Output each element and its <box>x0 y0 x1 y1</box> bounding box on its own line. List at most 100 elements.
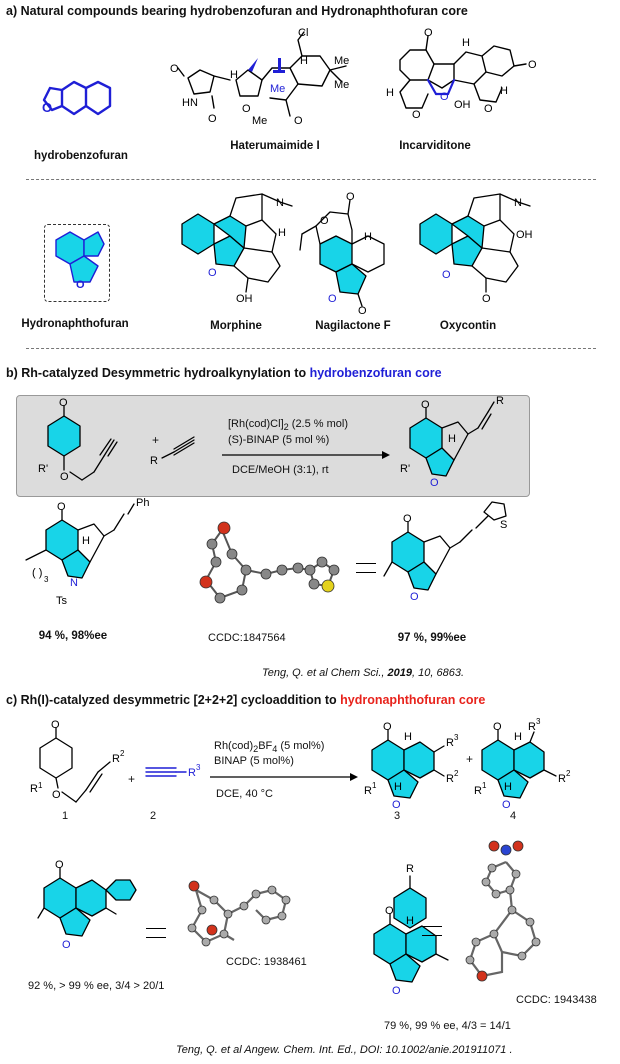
svg-text:R: R <box>112 753 120 765</box>
reaction-box-b <box>16 395 530 497</box>
svg-text:O: O <box>421 399 430 411</box>
svg-text:O: O <box>392 985 401 997</box>
svg-text:O: O <box>430 477 439 489</box>
svg-text:HN: HN <box>182 97 198 109</box>
svg-text:H: H <box>364 231 372 243</box>
svg-text:Me: Me <box>252 115 267 127</box>
svg-text:O: O <box>358 305 367 317</box>
svg-text:O: O <box>392 799 401 811</box>
label-incarviditone: Incarviditone <box>399 140 471 152</box>
compound-number-3: 3 <box>394 810 401 822</box>
svg-text:N: N <box>276 197 284 209</box>
svg-text:2: 2 <box>566 769 571 778</box>
svg-text:( ): ( ) <box>32 567 42 579</box>
svg-text:O: O <box>484 103 493 115</box>
svg-text:Ph: Ph <box>136 497 149 509</box>
label-oxycontin: Oxycontin <box>439 320 497 332</box>
hydronaphthofuran-structure: O <box>55 231 105 291</box>
svg-text:O: O <box>62 939 71 951</box>
svg-text:O: O <box>242 103 251 115</box>
condition-c-line2: BINAP (5 mol%) <box>214 755 294 767</box>
svg-text:O: O <box>60 471 69 483</box>
ccdc-b: CCDC:1847564 <box>208 632 286 644</box>
svg-text:S: S <box>500 519 507 531</box>
svg-text:O: O <box>410 591 419 603</box>
compound-number-2: 2 <box>150 810 157 822</box>
svg-text:O: O <box>51 719 60 731</box>
svg-text:3: 3 <box>536 717 541 726</box>
svg-text:O: O <box>502 799 511 811</box>
citation-c: Teng, Q. et al Angew. Chem. Int. Ed., DO… <box>176 1044 513 1056</box>
svg-text:H: H <box>448 433 456 445</box>
plus-c1: + <box>128 772 136 786</box>
product-c-right-structure: ROH O <box>373 863 449 997</box>
svg-text:H: H <box>230 69 238 81</box>
svg-text:O: O <box>42 100 52 115</box>
svg-text:Ts: Ts <box>56 595 68 607</box>
crystal-structure-b <box>199 521 340 604</box>
divider-a1 <box>26 179 596 180</box>
svg-text:O: O <box>346 191 355 203</box>
condition-c-line1: Rh(cod)2BF4 (5 mol%) <box>214 740 325 755</box>
svg-text:O: O <box>482 293 491 305</box>
substrate-b-structure: O R' O <box>38 397 118 483</box>
svg-text:2: 2 <box>454 769 459 778</box>
product-c-left-yield: 92 %, > 99 % ee, 3/4 > 20/1 <box>28 980 165 992</box>
svg-text:3: 3 <box>44 575 49 584</box>
section-b-title: b) Rh-catalyzed Desymmetric hydroalkynyl… <box>6 366 442 380</box>
svg-text:H: H <box>514 731 522 743</box>
svg-text:O: O <box>442 269 451 281</box>
svg-text:1: 1 <box>38 781 43 790</box>
svg-text:Me: Me <box>334 55 349 67</box>
svg-text:1: 1 <box>482 781 487 790</box>
svg-text:H: H <box>500 85 508 97</box>
compound-number-4: 4 <box>510 810 517 822</box>
svg-text:O: O <box>440 91 449 103</box>
svg-text:OH: OH <box>454 99 471 111</box>
svg-text:R: R <box>364 785 372 797</box>
svg-text:R: R <box>474 785 482 797</box>
reaction-arrow-b <box>222 451 390 459</box>
svg-text:O: O <box>294 115 303 127</box>
svg-text:H: H <box>278 227 286 239</box>
svg-text:R: R <box>528 721 536 733</box>
citation-b: Teng, Q. et al Chem Sci., 2019, 10, 6863… <box>262 667 465 679</box>
svg-text:Me: Me <box>270 83 285 95</box>
svg-text:N: N <box>70 577 78 589</box>
svg-text:R: R <box>446 773 454 785</box>
svg-text:O: O <box>76 279 85 291</box>
svg-text:O: O <box>208 113 217 125</box>
svg-text:O: O <box>59 397 68 409</box>
svg-text:N: N <box>514 197 522 209</box>
svg-text:O: O <box>52 789 61 801</box>
svg-text:O: O <box>170 63 179 75</box>
equivalence-symbol-c-right <box>422 926 442 936</box>
svg-text:O: O <box>320 215 329 227</box>
divider-a2 <box>26 348 596 349</box>
svg-text:O: O <box>57 501 66 513</box>
nagilactone-structure: OO HOO <box>299 191 385 317</box>
label-morphine: Morphine <box>210 320 262 332</box>
product-b1-yield: 94 %, 98%ee <box>38 630 108 642</box>
condition-b-line2: (S)-BINAP (5 mol %) <box>228 434 330 446</box>
label-haterumaimide: Haterumaimide I <box>230 140 320 152</box>
product-b2-structure: OOS <box>383 501 507 603</box>
svg-text:O: O <box>383 721 392 733</box>
svg-text:R': R' <box>400 463 410 475</box>
svg-text:R: R <box>30 783 38 795</box>
product-c-right-yield: 79 %, 99 % ee, 4/3 = 14/1 <box>384 1020 511 1032</box>
section-a-title: a) Natural compounds bearing hydrobenzof… <box>6 4 468 18</box>
equivalence-symbol-b <box>356 563 376 573</box>
svg-text:R': R' <box>38 463 48 475</box>
svg-text:2: 2 <box>120 749 125 758</box>
label-nagilactone: Nagilactone F <box>315 320 391 332</box>
section-c-title: c) Rh(I)-catalyzed desymmetric [2+2+2] c… <box>6 693 486 707</box>
svg-text:1: 1 <box>372 781 377 790</box>
svg-text:O: O <box>493 721 502 733</box>
svg-text:H: H <box>394 781 402 793</box>
